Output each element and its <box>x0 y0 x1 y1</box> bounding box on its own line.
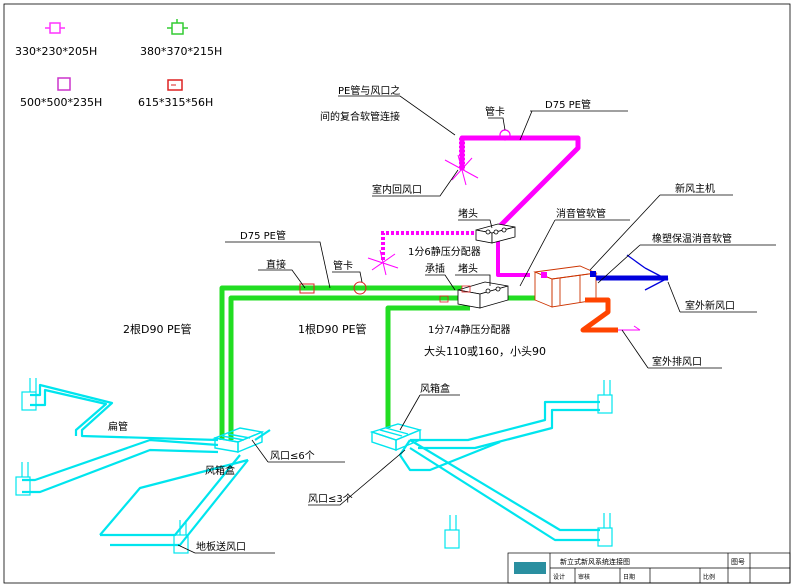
legend-label-4: 615*315*56H <box>138 96 213 109</box>
pipe-clip-mid-icon <box>353 281 367 295</box>
fresh-air-arrows-icon <box>626 254 669 291</box>
cyan-right-ducts <box>398 400 600 542</box>
legend: 330*230*205H 380*370*215H 500*500*235H 6… <box>15 19 222 109</box>
label-indoor-return: 室内回风口 <box>372 183 422 196</box>
label-pe-joint-2: 间的复合软管连接 <box>320 110 400 123</box>
title-block-title: 新立式新风系统连接图 <box>560 557 630 566</box>
label-d75-mid: D75 PE管 <box>240 229 286 242</box>
label-pipe-clip-top: 管卡 <box>485 105 505 118</box>
label-pe-joint-1: PE管与风口之 <box>338 84 400 97</box>
legend-symbol-2 <box>167 19 188 35</box>
label-outdoor-fresh: 室外新风口 <box>685 299 735 312</box>
plenum-box-right-icon <box>369 423 423 452</box>
label-direct-joint: 直接 <box>266 258 286 271</box>
legend-label-1: 330*230*205H <box>15 45 97 58</box>
label-plug-mid: 堵头 <box>458 262 478 275</box>
diagram-labels: PE管与风口之 间的复合软管连接 管卡 D75 PE管 室内回风口 堵头 消音管… <box>108 84 735 553</box>
label-dist-7: 1分7/4静压分配器 <box>428 323 510 336</box>
label-box-right: 风箱盒 <box>420 382 450 395</box>
magenta-flex-hose-top <box>444 138 479 186</box>
drawing-frame <box>3 3 791 584</box>
legend-label-2: 380*370*215H <box>140 45 222 58</box>
title-block-sheet-label: 图号 <box>731 558 745 566</box>
legend-symbol-4 <box>167 79 183 91</box>
label-pipe-clip-mid: 管卡 <box>333 259 353 272</box>
label-outdoor-exhaust: 室外排风口 <box>652 355 702 368</box>
label-two-d90: 2根D90 PE管 <box>123 322 192 336</box>
magenta-branch-left <box>367 231 476 276</box>
label-d75-top: D75 PE管 <box>545 98 591 111</box>
label-box-left: 风箱盒 <box>205 464 235 477</box>
label-dist-size: 大头110或160，小头90 <box>424 344 546 358</box>
label-silencer-hose: 消音管软管 <box>556 207 606 220</box>
plenum-box-left-icon <box>212 427 265 454</box>
leader-lines <box>177 95 776 554</box>
title-block-row-3: 日期 <box>623 573 635 581</box>
green-supply-pipes <box>219 285 535 440</box>
orange-exhaust-pipe <box>580 297 618 333</box>
distributor-1-7-icon <box>439 281 509 309</box>
host-port-magenta <box>541 272 547 278</box>
label-dist-6: 1分6静压分配器 <box>408 245 481 258</box>
label-floor-outlet: 地板送风口 <box>196 540 246 553</box>
label-fresh-air-host: 新风主机 <box>675 182 715 195</box>
cyan-right-outlets-icon <box>444 380 613 549</box>
company-logo <box>514 562 546 574</box>
label-plug-top: 堵头 <box>458 207 478 220</box>
label-insulated-hose: 橡塑保温消音软管 <box>652 232 732 245</box>
label-support: 承插 <box>425 262 445 275</box>
legend-symbol-3 <box>57 77 71 91</box>
title-block <box>507 552 791 584</box>
cyan-left-outlets-icon <box>15 378 189 554</box>
title-block-row-2: 审核 <box>578 573 590 581</box>
label-outlet-6: 风口≤6个 <box>270 450 315 462</box>
legend-symbol-1 <box>45 22 65 34</box>
legend-label-3: 500*500*235H <box>20 96 102 109</box>
host-port-blue <box>590 271 596 277</box>
distributor-1-6-icon <box>475 223 516 244</box>
direct-joint-icon <box>299 283 315 294</box>
title-block-row-4: 比例 <box>703 573 715 581</box>
label-flat-pipe: 扁管 <box>108 420 128 433</box>
label-one-d90: 1根D90 PE管 <box>298 322 367 336</box>
label-outlet-3: 风口≤3个 <box>308 493 353 505</box>
title-block-row-1: 设计 <box>553 573 565 581</box>
magenta-return-pipe <box>459 135 581 277</box>
